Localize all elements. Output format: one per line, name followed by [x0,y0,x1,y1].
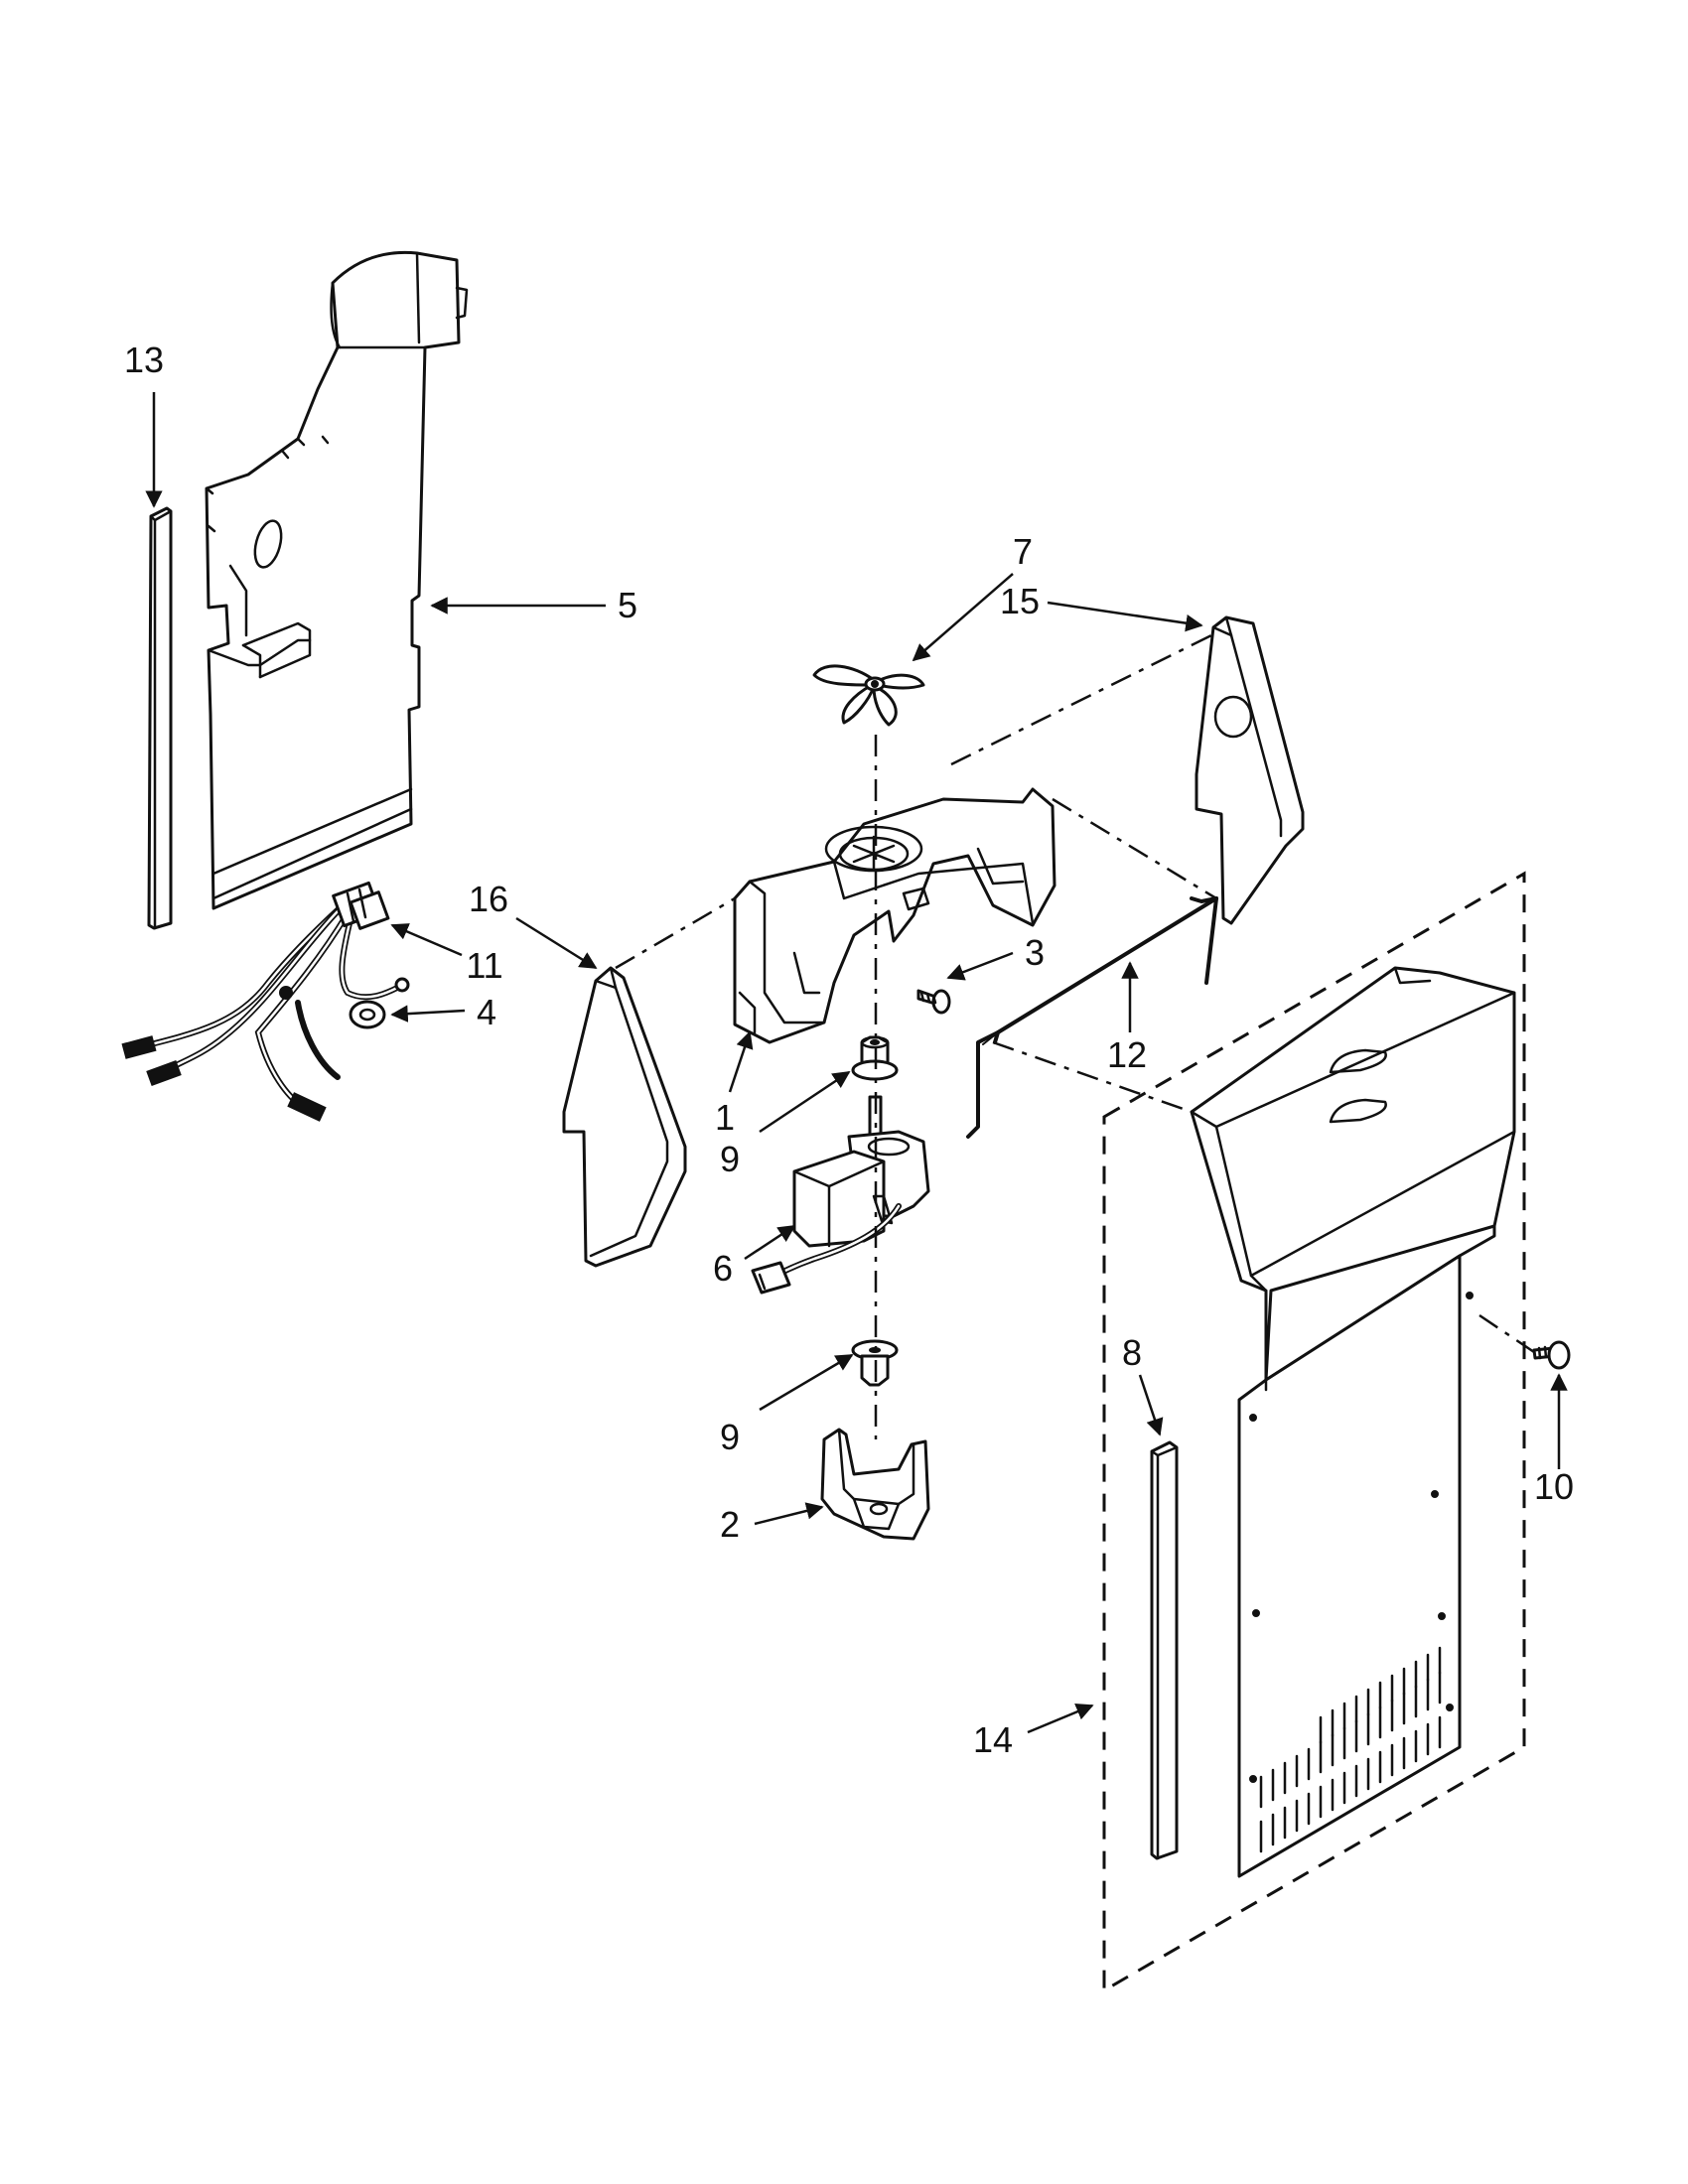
callouts: 13 5 7 15 16 11 4 3 12 1 9 6 9 2 8 10 14 [124,340,1574,1760]
assembly-lines [615,633,1535,1993]
callout-4: 4 [477,992,496,1032]
callout-10: 10 [1534,1466,1574,1507]
part-7-fan-blade [812,664,925,727]
part-6-fan-motor [751,1095,930,1295]
cover-vent-slots [1259,1646,1442,1853]
callout-8: 8 [1122,1332,1142,1373]
part-15-right-insulation [1195,615,1305,925]
part-3-screw [916,989,951,1015]
callout-14: 14 [973,1719,1013,1760]
callout-3: 3 [1025,932,1045,973]
callout-11: 11 [466,945,502,986]
callout-9-lower: 9 [720,1417,740,1457]
callout-7: 7 [1013,531,1033,572]
part-8-gasket-strip [1150,1440,1179,1860]
callout-2: 2 [720,1504,740,1545]
callout-9-upper: 9 [720,1139,740,1179]
leader-lines [145,392,1568,1734]
part-4-grommet [349,1000,386,1029]
part-12-wire-retainer [966,896,1218,1139]
callout-5: 5 [618,585,637,625]
part-9-lower-grommet [851,1339,899,1387]
part-13-gasket-strip [147,506,173,930]
callout-15: 15 [1000,581,1040,621]
callout-1: 1 [715,1097,735,1138]
callout-16: 16 [469,879,508,919]
part-2-motor-bracket [820,1428,930,1541]
part-16-left-insulation [562,966,687,1268]
part-14-evaporator-cover-assembly [1190,966,1516,1878]
part-5-evaporator-cover [205,250,469,910]
part-1-fan-housing [733,787,1056,1044]
part-11-wire-harness [121,881,410,1122]
part-10-screw [1532,1340,1571,1370]
callout-12: 12 [1107,1034,1147,1075]
callout-6: 6 [713,1248,733,1289]
callout-13: 13 [124,340,164,380]
